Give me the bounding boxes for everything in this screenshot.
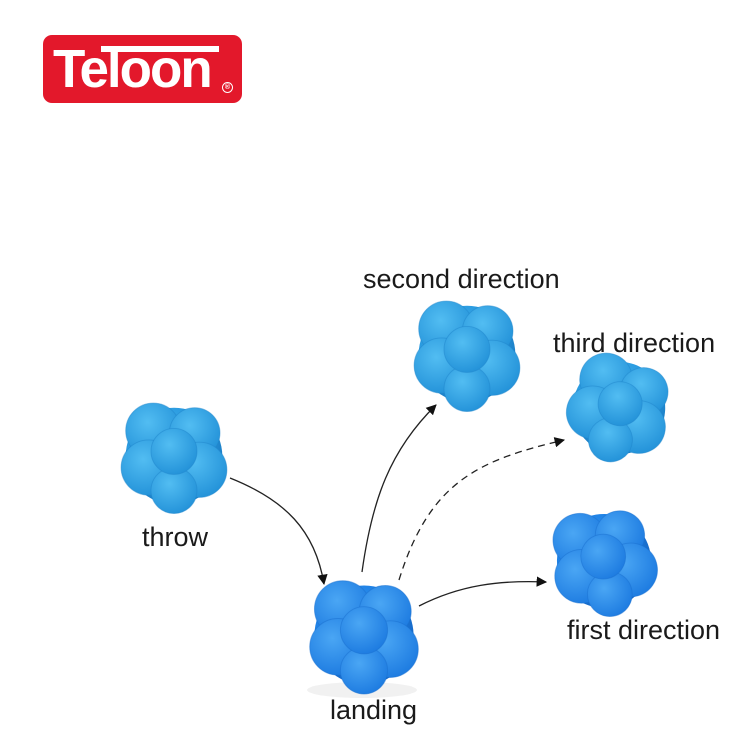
label-third-direction: third direction bbox=[553, 328, 716, 358]
label-second-direction: second direction bbox=[363, 264, 560, 294]
label-landing: landing bbox=[330, 695, 418, 725]
arrow-landing-to-third bbox=[398, 437, 566, 581]
teloon-logo: Teloon ® bbox=[43, 35, 242, 103]
registered-mark: ® bbox=[222, 82, 233, 93]
ball-throw bbox=[120, 402, 228, 514]
logo-text: Teloon bbox=[53, 39, 213, 99]
logo-bar bbox=[101, 46, 219, 52]
arrow-throw-to-landing bbox=[229, 477, 328, 586]
arrow-landing-to-second bbox=[361, 404, 437, 573]
ball-first-direction bbox=[543, 500, 665, 626]
ball-landing bbox=[307, 580, 419, 698]
ball-second-direction bbox=[413, 300, 521, 412]
label-first-direction: first direction bbox=[567, 615, 721, 645]
label-throw: throw bbox=[142, 522, 209, 552]
ball-third-direction bbox=[555, 345, 682, 475]
arrow-landing-to-first bbox=[418, 576, 548, 607]
